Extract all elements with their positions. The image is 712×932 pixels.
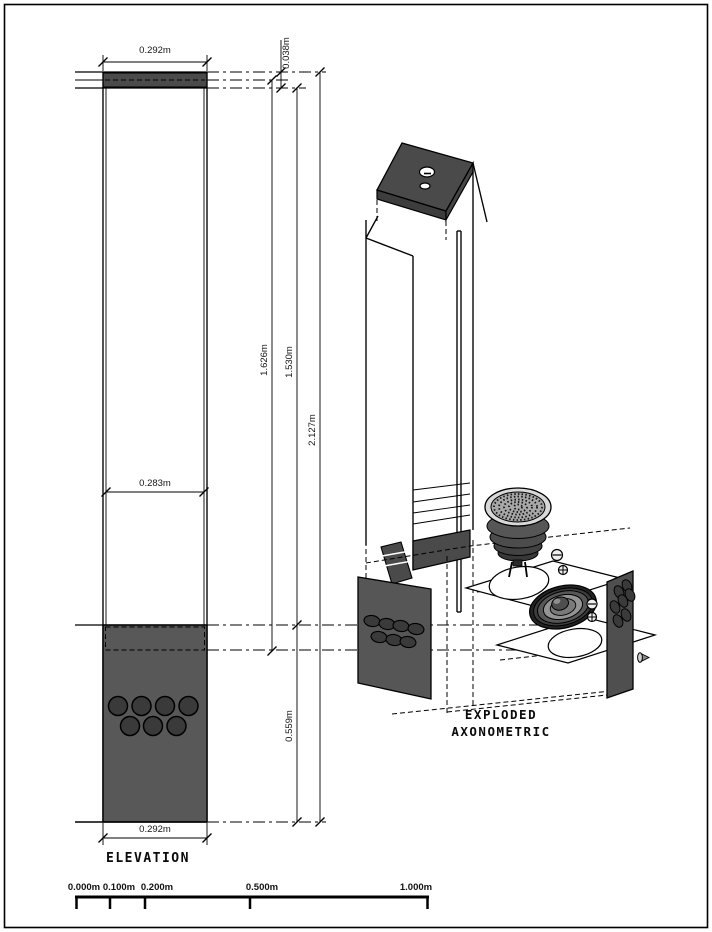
axo-tower <box>365 162 488 613</box>
port-hole <box>119 715 141 737</box>
side-screw <box>637 652 651 663</box>
tweeter-baffle-plate <box>463 548 627 608</box>
port-holes <box>107 695 199 737</box>
scale-label-10: 1.000m <box>400 882 432 893</box>
axonometric-title-line1: EXPLODED <box>465 707 537 722</box>
rear-port-panel <box>606 570 636 699</box>
dim-base-height: 0.559m <box>284 710 295 742</box>
port-hole <box>612 614 624 628</box>
dim-inner-width: 0.283m <box>139 478 171 489</box>
axo-top-cap <box>376 142 474 240</box>
woofer-driver <box>529 584 597 630</box>
scale-label-02: 0.200m <box>141 882 173 893</box>
port-hole <box>407 622 425 636</box>
port-hole <box>399 635 417 649</box>
scale-bar: 0.000m 0.100m 0.200m 0.500m 1.000m <box>68 882 432 909</box>
base-box-hidden-rect <box>105 626 205 651</box>
port-hole <box>166 715 187 737</box>
woofer-cutout <box>547 627 603 659</box>
axonometric-title-line2: AXONOMETRIC <box>451 724 550 739</box>
port-hole <box>131 695 152 717</box>
scale-label-0: 0.000m <box>68 882 100 893</box>
tweeter-driver <box>484 487 552 578</box>
front-port-panel <box>357 576 432 700</box>
tower-corner-piece <box>380 541 413 585</box>
dim-cap-thickness: 0.038m <box>281 37 292 69</box>
port-hole <box>178 695 199 717</box>
dim-upper-height: 1.626m <box>259 344 270 376</box>
axonometric-view: EXPLODED AXONOMETRIC <box>357 142 658 739</box>
port-hole <box>609 600 621 614</box>
dim-top-width: 0.292m <box>139 45 171 56</box>
cap-hole-large <box>418 166 436 178</box>
port-hole <box>107 695 129 717</box>
scale-label-01: 0.100m <box>103 882 135 893</box>
dim-total-height: 2.127m <box>307 414 318 446</box>
elevation-title: ELEVATION <box>106 851 190 866</box>
louver-slats <box>412 482 471 525</box>
port-hole <box>154 695 176 717</box>
port-hole <box>624 588 636 602</box>
dim-mid-height: 1.530m <box>284 346 295 378</box>
scale-label-05: 0.500m <box>246 882 278 893</box>
port-hole <box>142 715 164 737</box>
tweeter-cutout <box>488 565 550 601</box>
dim-bottom-width: 0.292m <box>139 824 171 835</box>
port-hole <box>620 608 632 622</box>
cap-hole-small <box>419 182 431 190</box>
tower-dark-band <box>412 529 471 571</box>
